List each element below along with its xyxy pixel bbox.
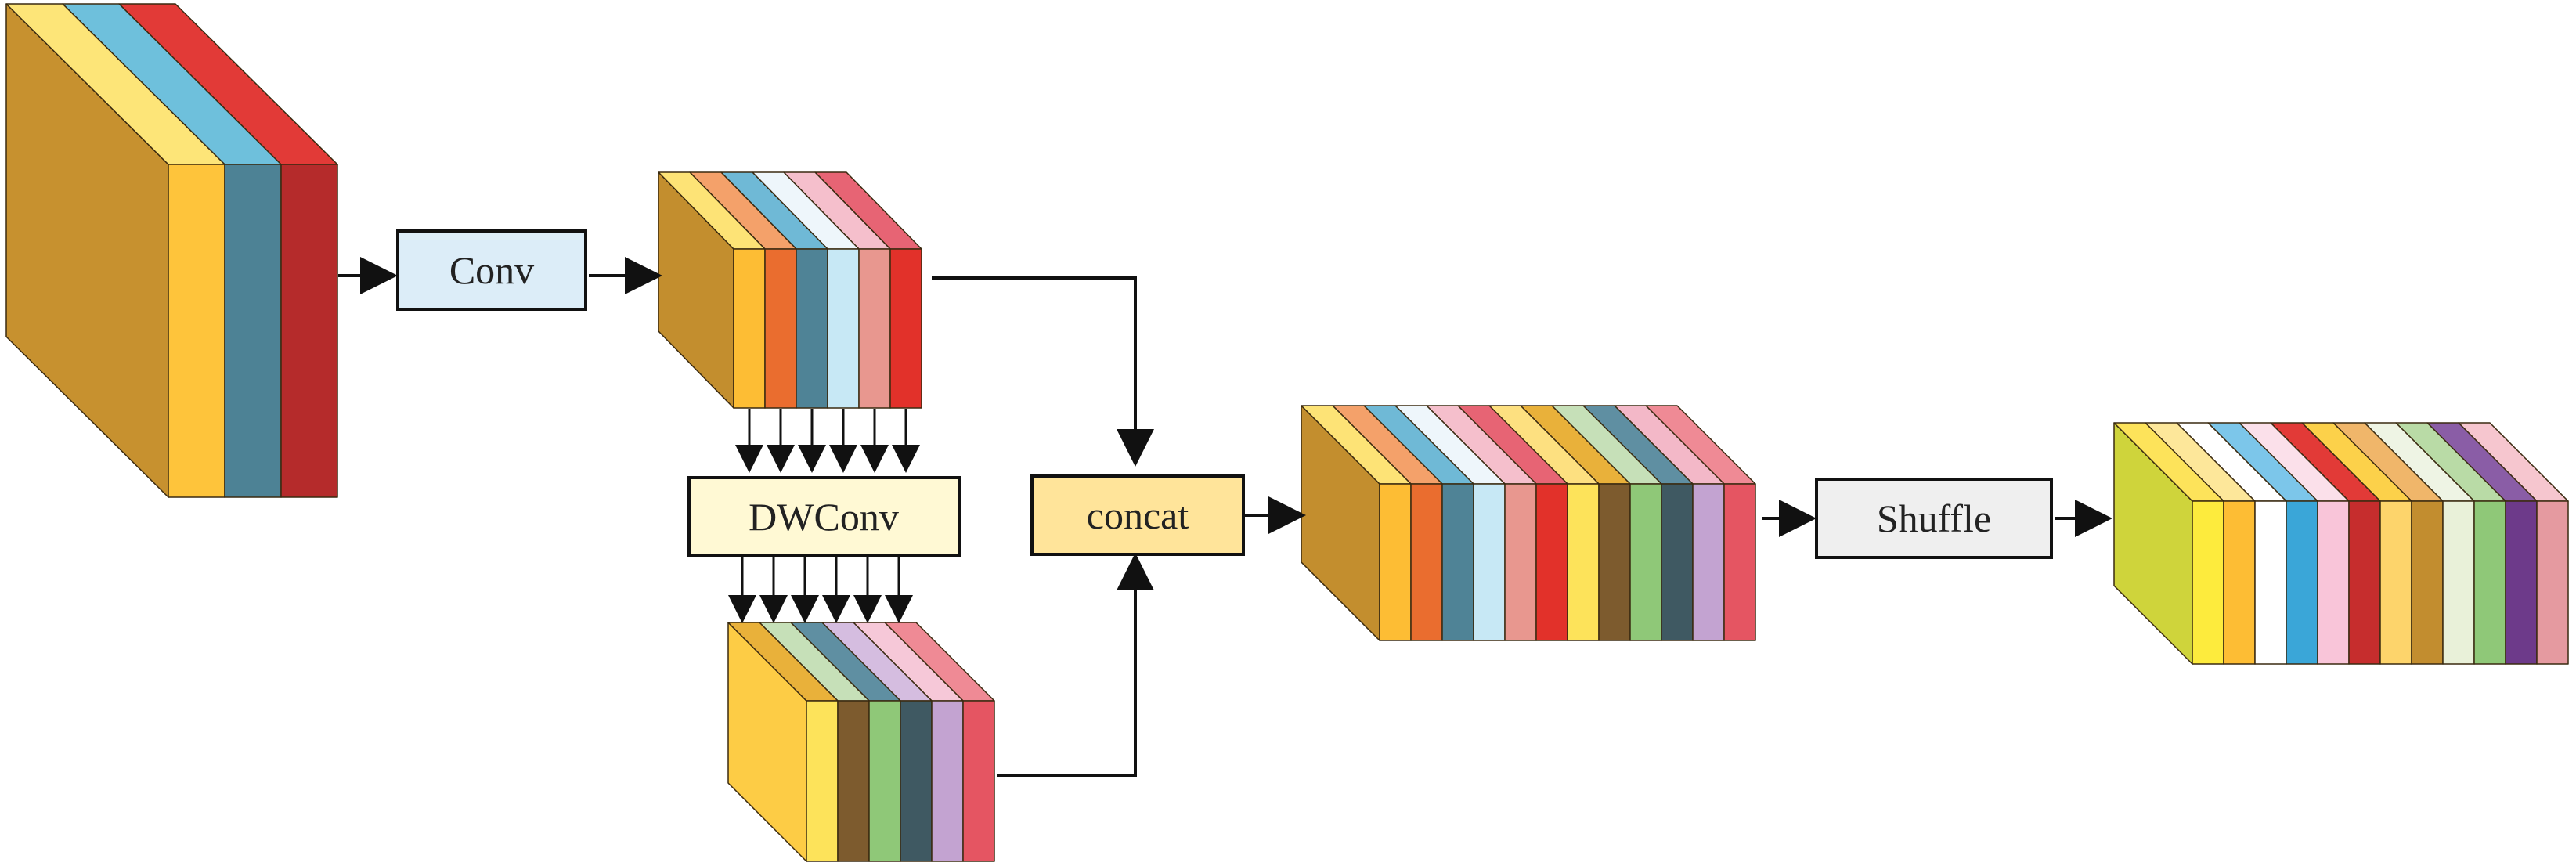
channel-front [1504, 483, 1537, 641]
concat-box: concat [1030, 474, 1245, 556]
channel-front [827, 248, 860, 409]
channel-front [2411, 500, 2444, 665]
channel-front [1441, 483, 1474, 641]
channel-front [931, 700, 964, 862]
channel-front [1598, 483, 1631, 641]
channel-front [2379, 500, 2412, 665]
channel-front [2442, 500, 2475, 665]
dwconv-output-feature-map [727, 622, 995, 862]
channel-front [2223, 500, 2256, 665]
channel-front [1567, 483, 1600, 641]
shuffle-box: Shuffle [1815, 478, 2053, 559]
conv-box-rect [396, 229, 587, 311]
conv-box: Conv [396, 229, 587, 311]
channel-front [2536, 500, 2569, 665]
channel-front [1410, 483, 1443, 641]
channel-front [2505, 500, 2538, 665]
fan-arrows-to-dwconv [735, 409, 920, 473]
channel-front [1661, 483, 1694, 641]
channel-front [889, 248, 922, 409]
channel-front [962, 700, 995, 862]
channel-front [2286, 500, 2318, 665]
arrow-conv-block-to-concat [932, 276, 1154, 467]
channel-front [1473, 483, 1506, 641]
arrow-dw-block-to-concat [997, 553, 1154, 777]
connectors [338, 257, 2112, 777]
shuffle-box-rect [1815, 478, 2053, 559]
channel-front [764, 248, 797, 409]
dwconv-label: DWConv [749, 495, 899, 539]
channel-front [2254, 500, 2287, 665]
channel-front [1629, 483, 1662, 641]
shuffle-output-feature-map [2113, 422, 2569, 665]
channel-front [858, 248, 891, 409]
channel-front [2348, 500, 2381, 665]
channel-front [837, 700, 870, 862]
channel-front [224, 164, 282, 498]
concat-output-feature-map [1301, 405, 1756, 641]
dwconv-box: DWConv [687, 476, 961, 557]
channel-front [1535, 483, 1568, 641]
channel-front [2473, 500, 2506, 665]
shuffle-label: Shuffle [1877, 496, 1991, 540]
conv-output-feature-map [658, 171, 922, 409]
channel-front [806, 700, 839, 862]
input-feature-map [5, 3, 338, 498]
fan-arrows-from-dwconv [728, 557, 913, 623]
channel-front [1379, 483, 1412, 641]
channel-front [280, 164, 338, 498]
concat-label: concat [1087, 493, 1189, 537]
channel-front [733, 248, 766, 409]
channel-front [868, 700, 901, 862]
channel-front [1723, 483, 1756, 641]
channel-front [796, 248, 828, 409]
dwconv-box-rect [687, 476, 961, 557]
channel-front [2317, 500, 2350, 665]
conv-label: Conv [449, 248, 534, 292]
channel-front [2192, 500, 2224, 665]
concat-box-rect [1030, 474, 1245, 556]
channel-front [168, 164, 225, 498]
channel-front [900, 700, 933, 862]
channel-front [1692, 483, 1725, 641]
